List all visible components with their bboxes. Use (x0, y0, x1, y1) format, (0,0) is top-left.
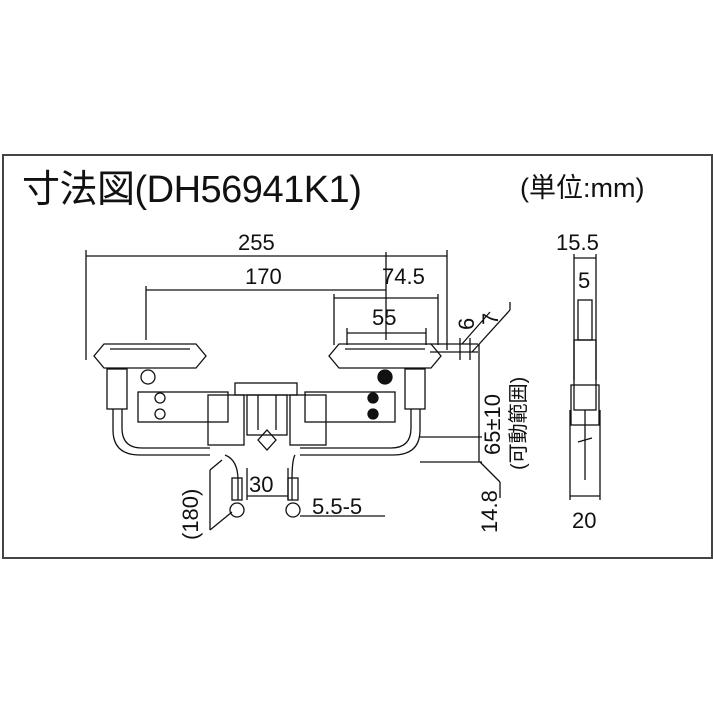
dim-cable-length: (180) (178, 489, 203, 540)
dim-head-offset: 74.5 (382, 264, 425, 289)
dim-bottom-offset: 14.8 (477, 490, 502, 533)
diagram-frame (2, 154, 713, 559)
dim-side-bottom-width: 20 (572, 508, 596, 533)
dim-terminal-spec: 5.5-5 (312, 494, 362, 519)
dim-adjustable: 65±10 (480, 394, 505, 455)
dim-6: 6 (454, 318, 479, 330)
diagram-title: 寸法図(DH56941K1) (22, 169, 362, 211)
dim-mount-pitch: 170 (245, 264, 282, 289)
dim-7: 7 (478, 313, 503, 325)
dim-head-width: 55 (372, 305, 396, 330)
dim-overall-width: 255 (238, 230, 275, 255)
dim-side-inner-width: 5 (578, 268, 590, 293)
dim-side-top-width: 15.5 (556, 230, 599, 255)
dim-adjustable-note: (可動範囲) (507, 377, 530, 470)
unit-label: (単位:mm) (520, 173, 645, 203)
dim-terminal-spacing: 30 (249, 472, 273, 497)
